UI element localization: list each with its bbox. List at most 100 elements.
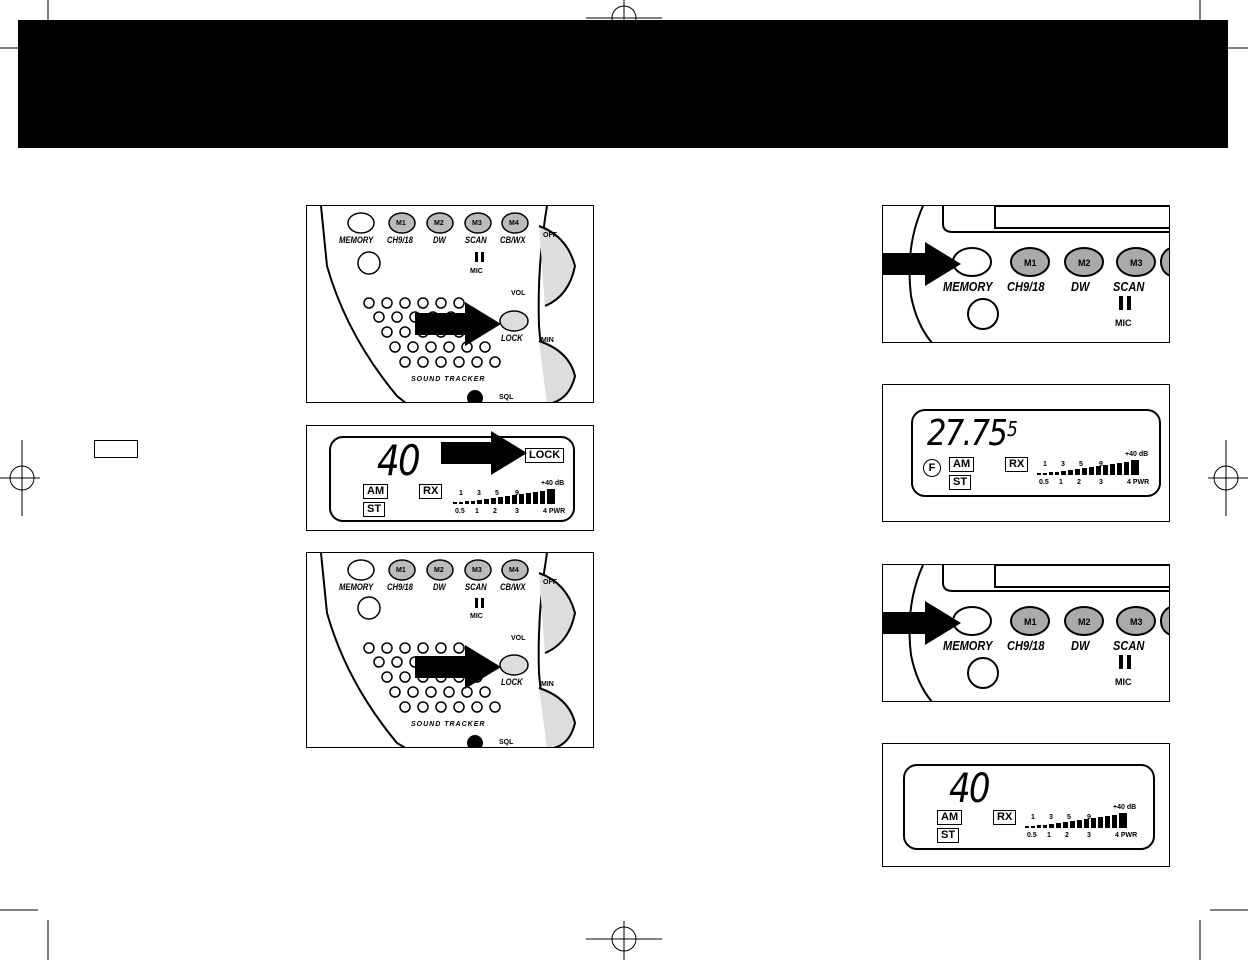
scale-bottom-pwr: 4 PWR xyxy=(1127,479,1150,486)
st-indicator: ST xyxy=(949,475,972,490)
am-indicator: AM xyxy=(363,484,389,499)
dw-label: DW xyxy=(1071,638,1090,653)
m1-label: M1 xyxy=(396,567,406,574)
memory-panel-top: MEMORY CH9/18 DW SCAN M1 M2 M3 MIC xyxy=(882,205,1170,343)
arrow-right-icon xyxy=(415,302,501,346)
scale-bottom-2: 2 xyxy=(493,508,497,515)
min-label: MIN xyxy=(541,681,554,688)
frequency-suffix: 5 xyxy=(1007,417,1018,441)
lock-label: LOCK xyxy=(501,677,523,687)
memory-label: MEMORY xyxy=(943,638,993,653)
scale-bottom-2: 2 xyxy=(1065,832,1069,839)
memory-panel-bottom: MEMORY CH9/18 DW SCAN M1 M2 M3 MIC xyxy=(882,564,1170,702)
min-label: MIN xyxy=(541,337,554,344)
radio-closeup-outline xyxy=(908,206,1169,342)
header-banner xyxy=(18,20,1228,148)
vol-label: VOL xyxy=(511,635,526,642)
st-indicator: ST xyxy=(937,828,960,843)
scale-top-3: 3 xyxy=(1049,814,1053,821)
scale-top-5: 5 xyxy=(1079,461,1083,468)
m3-label: M3 xyxy=(472,220,482,227)
signal-meter: 1 3 5 9 +40 dB 0.5 1 2 3 4 PWR xyxy=(1023,804,1143,844)
signal-meter: 1 3 5 9 +40 dB 0.5 1 2 3 4 PWR xyxy=(1035,451,1155,491)
sql-label: SQL xyxy=(499,394,514,401)
lock-label: LOCK xyxy=(501,333,523,343)
m3-label: M3 xyxy=(1130,617,1143,627)
off-label: OFF xyxy=(543,232,557,239)
am-indicator: AM xyxy=(937,810,963,825)
dw-label: DW xyxy=(433,582,446,592)
dw-label: DW xyxy=(433,235,446,245)
scale-top-db: +40 dB xyxy=(541,480,565,487)
m1-label: M1 xyxy=(396,220,406,227)
sql-label: SQL xyxy=(499,739,514,746)
brand-label: SOUND TRACKER xyxy=(411,376,486,383)
scale-bottom-05: 0.5 xyxy=(1039,479,1049,486)
scale-top-db: +40 dB xyxy=(1113,804,1137,811)
scale-bottom-pwr: 4 PWR xyxy=(1115,832,1138,839)
scale-bottom-05: 0.5 xyxy=(1027,832,1037,839)
scale-bottom-2: 2 xyxy=(1077,479,1081,486)
mic-label: MIC xyxy=(470,613,483,620)
scale-top-1: 1 xyxy=(1031,814,1035,821)
f-badge: F xyxy=(923,459,941,477)
scan-label: SCAN xyxy=(465,235,487,245)
memory-label: MEMORY xyxy=(943,279,993,294)
signal-bars xyxy=(453,489,555,504)
mic-label: MIC xyxy=(470,268,483,275)
m2-label: M2 xyxy=(434,220,444,227)
scale-bottom-3: 3 xyxy=(1087,832,1091,839)
memory-label: MEMORY xyxy=(339,235,374,245)
scale-bottom-3: 3 xyxy=(1099,479,1103,486)
vol-label: VOL xyxy=(511,290,526,297)
mic-label: MIC xyxy=(1115,318,1132,328)
scale-bottom-1: 1 xyxy=(1059,479,1063,486)
m1-label: M1 xyxy=(1024,258,1037,268)
ch918-label: CH9/18 xyxy=(1007,279,1045,294)
signal-meter: 1 3 5 9 +40 dB 0.5 1 2 3 4 PWR xyxy=(451,480,571,520)
brand-label: SOUND TRACKER xyxy=(411,721,486,728)
scale-top-1: 1 xyxy=(1043,461,1047,468)
scale-bottom-3: 3 xyxy=(515,508,519,515)
arrow-right-icon xyxy=(441,431,527,475)
channel-display: 40 xyxy=(377,436,421,485)
radio-panel-lock-bottom: MEMORY CH9/18 DW SCAN CB/WX M1 M2 M3 M4 … xyxy=(306,552,594,748)
scale-bottom-pwr: 4 PWR xyxy=(543,508,566,515)
st-indicator: ST xyxy=(363,502,386,517)
scale-top-5: 5 xyxy=(495,490,499,497)
m2-label: M2 xyxy=(1078,617,1091,627)
scale-top-9: 9 xyxy=(1099,461,1103,468)
lcd-panel-lock: 40 LOCK AM ST RX 1 3 5 9 +40 dB 0.5 1 2 … xyxy=(306,425,594,531)
m2-label: M2 xyxy=(434,567,444,574)
scale-top-9: 9 xyxy=(1087,814,1091,821)
off-label: OFF xyxy=(543,579,557,586)
radio-panel-lock-top: MEMORY CH9/18 DW SCAN CB/WX M1 M2 M3 M4 … xyxy=(306,205,594,403)
scale-top-3: 3 xyxy=(1061,461,1065,468)
arrow-right-icon xyxy=(883,242,961,286)
lcd-frame xyxy=(911,409,1161,497)
m4-label: M4 xyxy=(509,220,519,227)
cbwx-label: CB/WX xyxy=(500,582,526,592)
scale-bottom-1: 1 xyxy=(1047,832,1051,839)
m3-label: M3 xyxy=(472,567,482,574)
scale-bottom-05: 0.5 xyxy=(455,508,465,515)
lcd-panel-frequency: 27.75 5 F AM ST RX 1 3 5 9 +40 dB 0.5 1 … xyxy=(882,384,1170,522)
m3-label: M3 xyxy=(1130,258,1143,268)
lock-indicator: LOCK xyxy=(525,448,565,463)
rx-indicator: RX xyxy=(993,810,1017,825)
note-box xyxy=(94,440,138,458)
rx-indicator: RX xyxy=(1005,457,1029,472)
radio-closeup-outline xyxy=(908,565,1169,701)
lcd-frame xyxy=(329,436,575,522)
arrow-right-icon xyxy=(415,645,501,689)
scan-label: SCAN xyxy=(1113,279,1145,294)
lcd-frame xyxy=(903,764,1155,850)
scale-bottom-1: 1 xyxy=(475,508,479,515)
m4-label: M4 xyxy=(509,567,519,574)
signal-bars xyxy=(1025,813,1127,828)
arrow-right-icon xyxy=(883,601,961,645)
scan-label: SCAN xyxy=(1113,638,1145,653)
dw-label: DW xyxy=(1071,279,1090,294)
cbwx-label: CB/WX xyxy=(500,235,526,245)
am-indicator: AM xyxy=(949,457,975,472)
